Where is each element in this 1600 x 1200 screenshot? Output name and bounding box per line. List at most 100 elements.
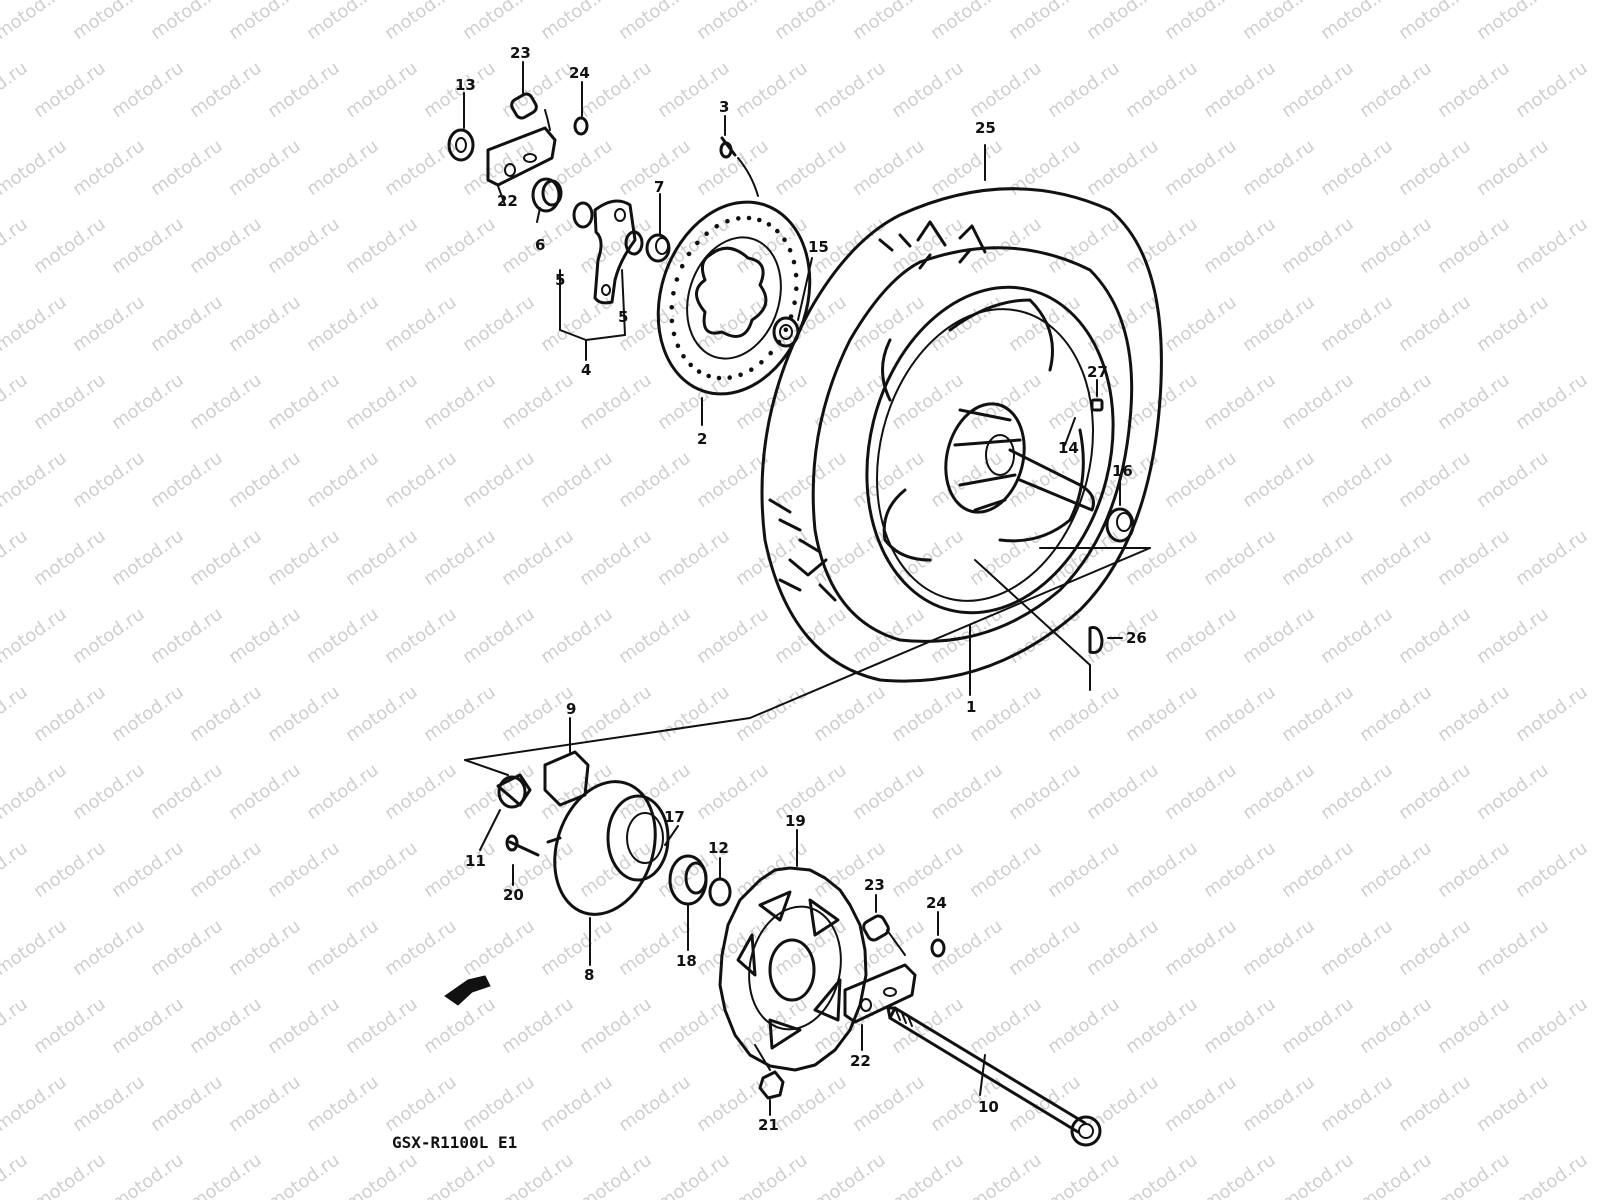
watermark-text: motod.ru: [186, 994, 266, 1059]
watermark-text: motod.ru: [0, 1150, 32, 1200]
label-24b: 24: [926, 894, 947, 912]
watermark-text: motod.ru: [108, 682, 188, 747]
watermark-text: motod.ru: [342, 370, 422, 435]
watermark-text: motod.ru: [186, 58, 266, 123]
watermark-text: motod.ru: [69, 448, 149, 513]
label-17: 17: [664, 808, 685, 826]
watermark-text: motod.ru: [108, 370, 188, 435]
watermark-text: motod.ru: [615, 1072, 695, 1137]
bush-5-icon: [572, 201, 594, 229]
watermark-text: motod.ru: [225, 0, 305, 44]
disc-hole: [757, 217, 762, 223]
watermark-text: motod.ru: [342, 838, 422, 903]
watermark-text: motod.ru: [420, 370, 500, 435]
label-23: 23: [510, 44, 531, 62]
watermark-text: motod.ru: [888, 1150, 968, 1200]
watermark-text: motod.ru: [771, 0, 851, 44]
watermark-text: motod.ru: [342, 1150, 422, 1200]
watermark-text: motod.ru: [1161, 0, 1241, 44]
label-11: 11: [465, 852, 486, 870]
bolt-20-icon: [505, 834, 540, 857]
watermark-text: motod.ru: [1356, 838, 1436, 903]
watermark-text: motod.ru: [0, 916, 71, 981]
spacer-6-icon: [531, 177, 563, 213]
watermark-text: motod.ru: [693, 0, 773, 44]
label-5b: 5: [618, 308, 628, 326]
watermark-text: motod.ru: [849, 0, 929, 44]
disc-hole: [671, 291, 676, 296]
disc-hole: [738, 372, 743, 378]
watermark-text: motod.ru: [420, 838, 500, 903]
watermark-text: motod.ru: [1356, 682, 1436, 747]
watermark-text: motod.ru: [1395, 0, 1475, 44]
watermark-text: motod.ru: [186, 1150, 266, 1200]
watermark-text: motod.ru: [1434, 58, 1514, 123]
watermark-text: motod.ru: [459, 292, 539, 357]
watermark-text: motod.ru: [1473, 760, 1553, 825]
watermark-text: motod.ru: [1473, 0, 1553, 44]
watermark-text: motod.ru: [459, 916, 539, 981]
watermark-text: motod.ru: [1200, 370, 1280, 435]
watermark-text: motod.ru: [1005, 760, 1085, 825]
watermark-text: motod.ru: [771, 916, 851, 981]
watermark-text: motod.ru: [1395, 448, 1475, 513]
watermark-text: motod.ru: [0, 136, 71, 201]
disc-hole: [793, 272, 799, 278]
watermark-text: motod.ru: [186, 214, 266, 279]
watermark-text: motod.ru: [30, 838, 110, 903]
watermark-text: motod.ru: [888, 838, 968, 903]
watermark-text: motod.ru: [459, 0, 539, 44]
watermark-text: motod.ru: [264, 838, 344, 903]
watermark-text: motod.ru: [1200, 682, 1280, 747]
watermark-text: motod.ru: [1434, 526, 1514, 591]
cap-23b-icon: [862, 914, 890, 942]
watermark-text: motod.ru: [342, 994, 422, 1059]
watermark-text: motod.ru: [732, 370, 812, 435]
watermark-text: motod.ru: [615, 604, 695, 669]
watermark-text: motod.ru: [342, 526, 422, 591]
watermark-text: motod.ru: [420, 214, 500, 279]
watermark-text: motod.ru: [849, 448, 929, 513]
watermark-text: motod.ru: [30, 370, 110, 435]
watermark-text: motod.ru: [225, 448, 305, 513]
watermark-text: motod.ru: [1395, 292, 1475, 357]
watermark-text: motod.ru: [30, 682, 110, 747]
watermark-text: motod.ru: [1122, 682, 1202, 747]
watermark-text: motod.ru: [927, 760, 1007, 825]
watermark-text: motod.ru: [0, 292, 71, 357]
watermark-text: motod.ru: [1512, 838, 1592, 903]
label-19: 19: [785, 812, 806, 830]
disc-hole: [792, 300, 797, 306]
label-21: 21: [758, 1116, 779, 1134]
watermark-text: motod.ru: [966, 526, 1046, 591]
watermark-text: motod.ru: [1044, 994, 1124, 1059]
disc-hole: [736, 216, 741, 221]
chain-adjuster-plate-22-icon: [486, 126, 557, 187]
watermark-text: motod.ru: [1161, 916, 1241, 981]
watermark-text: motod.ru: [381, 0, 461, 44]
watermark-text: motod.ru: [1044, 682, 1124, 747]
watermark-text: motod.ru: [732, 58, 812, 123]
disc-hole: [775, 228, 780, 234]
watermark-text: motod.ru: [69, 292, 149, 357]
watermark-text: motod.ru: [1278, 1150, 1358, 1200]
watermark-text: motod.ru: [0, 838, 32, 903]
watermark-text: motod.ru: [1473, 604, 1553, 669]
watermark-text: motod.ru: [108, 838, 188, 903]
label-2: 2: [697, 430, 707, 448]
label-3: 3: [719, 98, 729, 116]
watermark-text: motod.ru: [264, 58, 344, 123]
watermark-text: motod.ru: [537, 0, 617, 44]
disc-hole: [766, 222, 772, 227]
watermark-text: motod.ru: [108, 58, 188, 123]
watermark-text: motod.ru: [1473, 1072, 1553, 1137]
disc-bolt-3-icon: [719, 136, 737, 159]
watermark-text: motod.ru: [615, 916, 695, 981]
watermark-text: motod.ru: [1434, 214, 1514, 279]
watermark-text: motod.ru: [693, 916, 773, 981]
nut-13-icon: [447, 128, 475, 162]
watermark-text: motod.ru: [264, 682, 344, 747]
watermark-text: motod.ru: [1317, 760, 1397, 825]
watermark-text: motod.ru: [1200, 994, 1280, 1059]
